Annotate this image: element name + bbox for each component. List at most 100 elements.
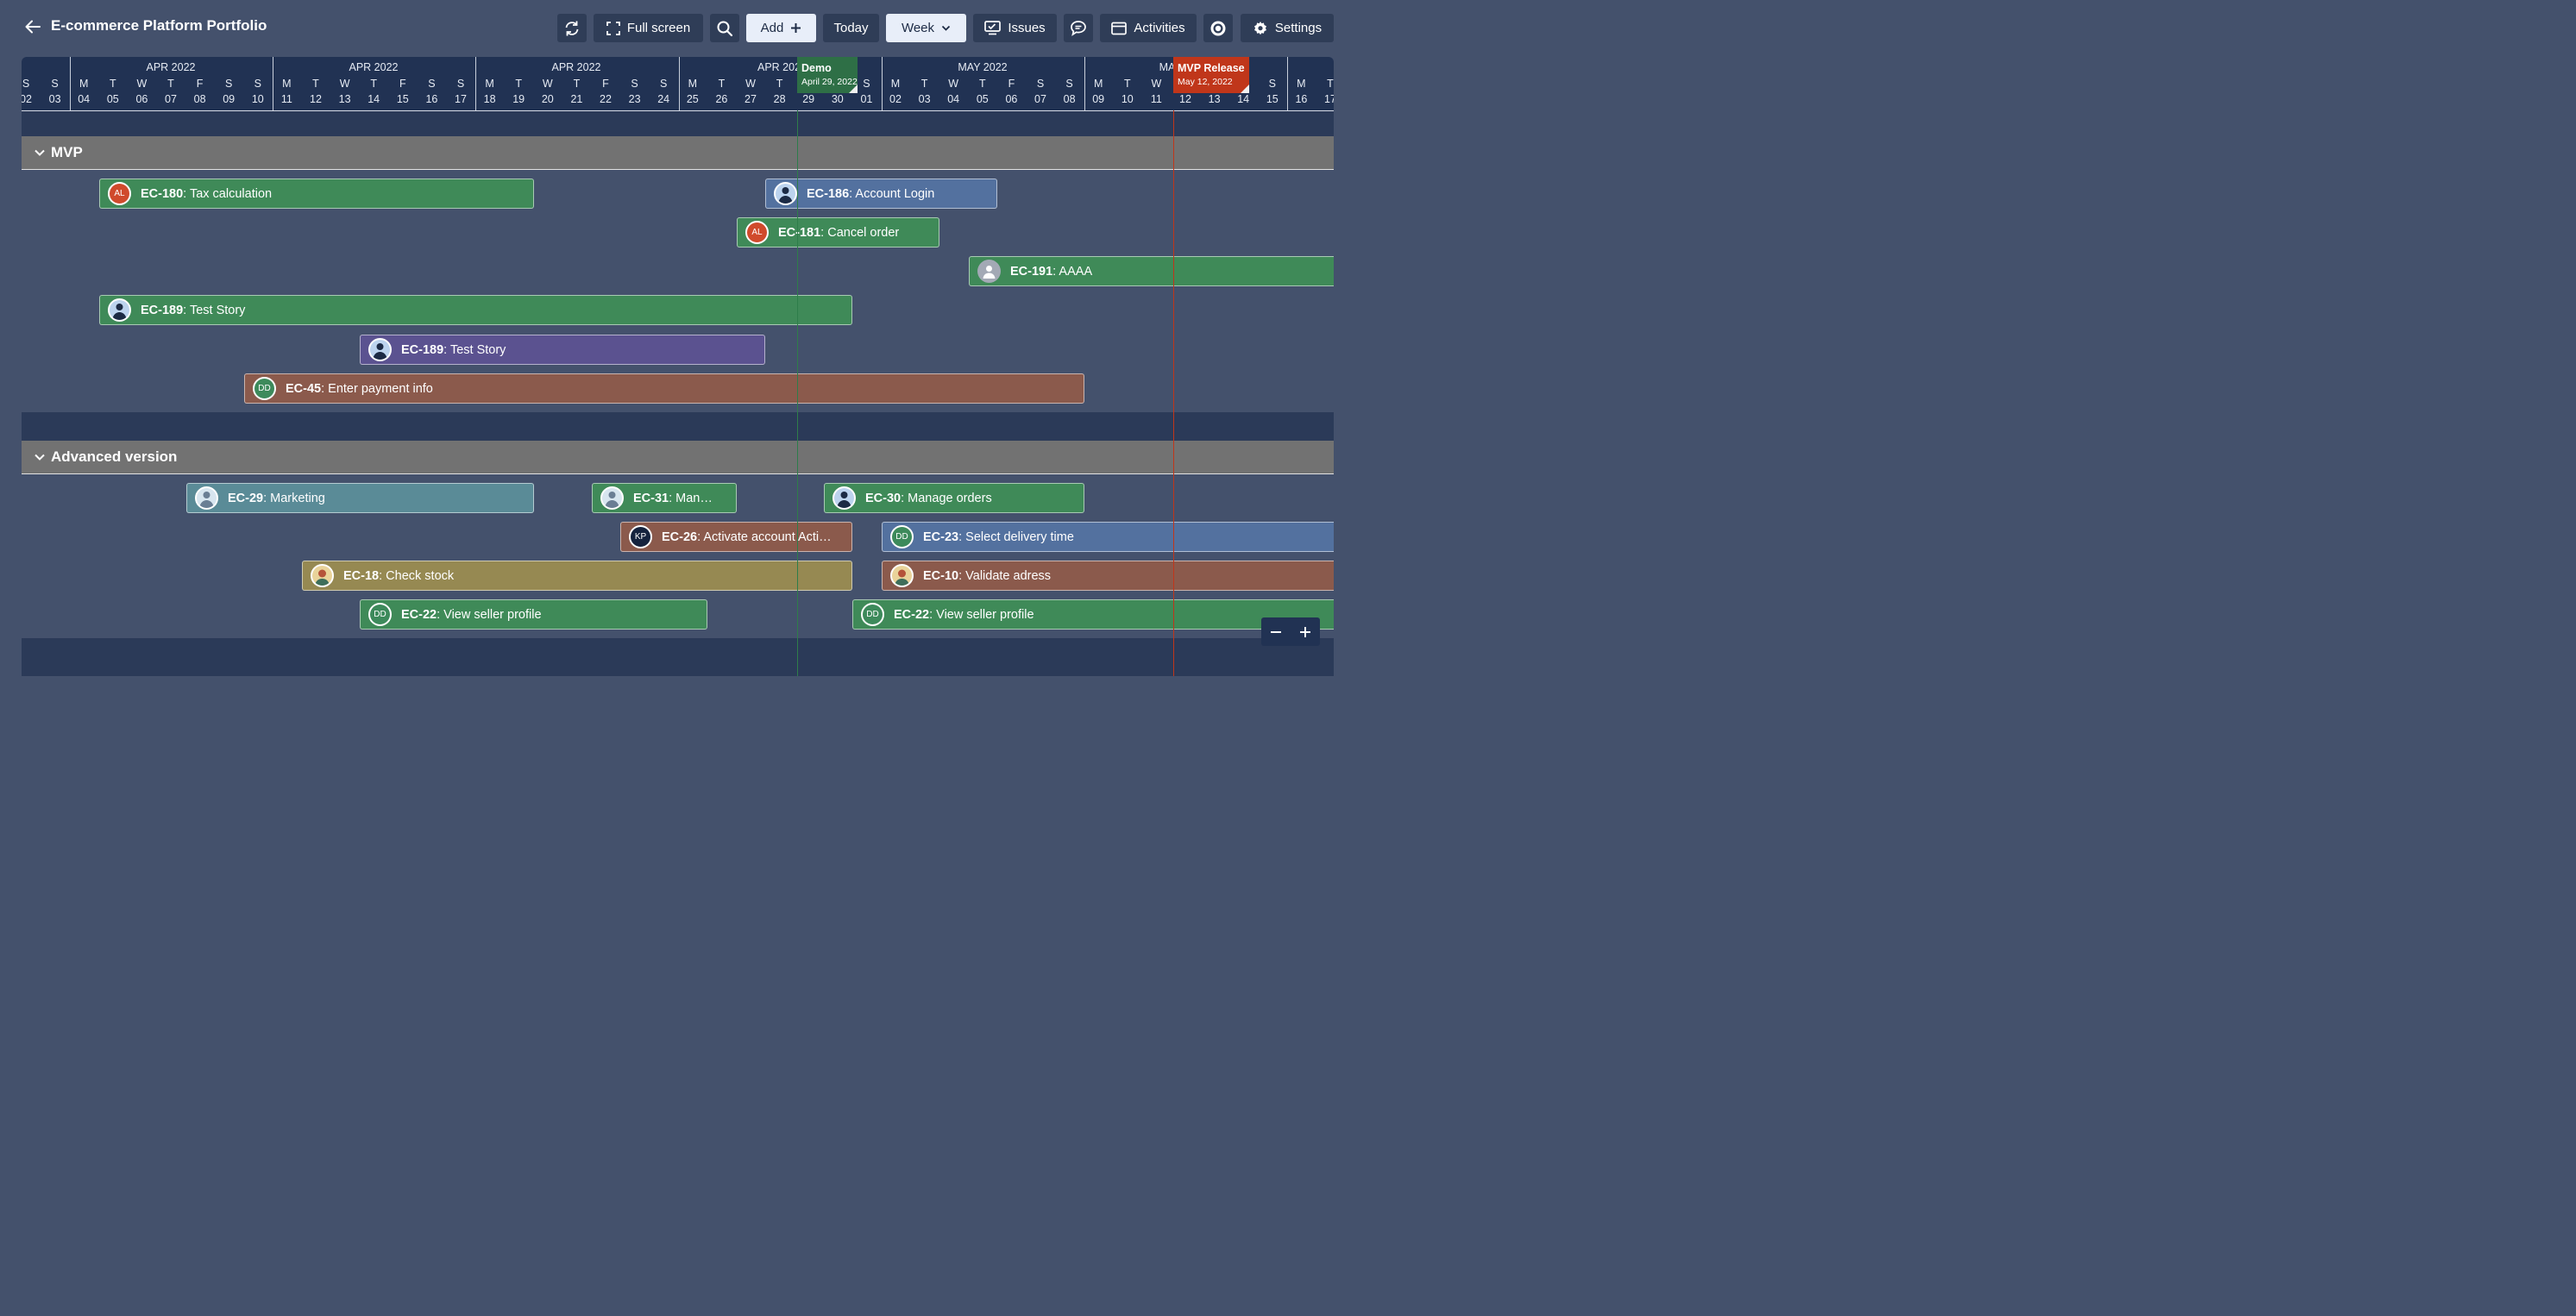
day-number-label: 11	[280, 93, 292, 105]
task-bar[interactable]: DD EC-45: Enter payment info	[244, 373, 1084, 404]
month-label: MA	[1159, 61, 1176, 73]
view-select-value: Week	[901, 21, 935, 35]
activities-button[interactable]: Activities	[1100, 14, 1197, 42]
refresh-button[interactable]	[557, 14, 587, 42]
task-label: EC-191: AAAA	[1010, 265, 1099, 279]
day-of-week-label: M	[890, 78, 901, 90]
add-button[interactable]: Add	[746, 14, 816, 42]
user-photo-icon	[199, 492, 214, 508]
day-number-label: 18	[483, 93, 496, 105]
task-bar[interactable]: KP EC-26: Activate account Acti…	[620, 522, 852, 552]
task-bar[interactable]: EC-189: Test Story	[360, 335, 765, 365]
day-number-label: 17	[1324, 93, 1334, 105]
task-bar[interactable]: EC-31: Man…	[592, 483, 737, 513]
week-divider	[679, 57, 680, 110]
task-bar[interactable]: EC-18: Check stock	[302, 561, 852, 591]
day-of-week-label: T	[573, 78, 581, 90]
day-of-week-label: S	[1268, 78, 1276, 90]
day-number-label: 22	[600, 93, 612, 105]
comments-button[interactable]	[1064, 14, 1093, 42]
task-bar[interactable]: EC-30: Manage orders	[824, 483, 1084, 513]
day-of-week-label: S	[225, 78, 233, 90]
top-toolbar: E-commerce Platform Portfolio Full scree…	[0, 0, 1353, 55]
fullscreen-icon	[606, 21, 620, 35]
day-number-label: 28	[773, 93, 786, 105]
milestone-mvp-release[interactable]: MVP Release May 12, 2022	[1173, 57, 1249, 93]
user-photo-icon	[112, 304, 127, 320]
task-summary: : View seller profile	[437, 607, 542, 622]
group-header-mvp[interactable]: MVP	[22, 136, 1334, 170]
chevron-down-icon[interactable]	[34, 451, 46, 463]
avatar: DD	[253, 377, 276, 400]
task-bar[interactable]: EC-10: Validate adress	[882, 561, 1334, 591]
day-of-week-label: W	[948, 78, 959, 90]
add-label: Add	[760, 21, 784, 35]
day-number-label: 05	[106, 93, 119, 105]
task-bar[interactable]: AL EC-180: Tax calculation	[99, 179, 534, 209]
user-photo-icon	[778, 187, 793, 204]
task-label: EC-189: Test Story	[141, 304, 252, 317]
task-key: EC-191	[1010, 264, 1053, 279]
group-title: MVP	[51, 144, 83, 160]
task-summary: : Test Story	[183, 303, 246, 317]
milestone-demo[interactable]: Demo April 29, 2022	[797, 57, 858, 93]
user-photo-icon	[373, 343, 387, 360]
back-button[interactable]	[21, 14, 45, 40]
day-of-week-label: F	[399, 78, 406, 90]
fullscreen-label: Full screen	[626, 21, 691, 35]
task-label: EC-10: Validate adress	[923, 569, 1058, 583]
search-icon	[717, 21, 733, 36]
task-bar[interactable]: EC-189: Test Story	[99, 295, 852, 325]
day-of-week-label: S	[1065, 78, 1073, 90]
day-number-label: 14	[1237, 93, 1250, 105]
view-select[interactable]: Week	[886, 14, 966, 42]
task-summary: : Test Story	[443, 342, 506, 357]
day-number-label: 08	[1063, 93, 1076, 105]
group-header-advanced-version[interactable]: Advanced version	[22, 441, 1334, 474]
theme-toggle[interactable]	[1203, 14, 1233, 42]
milestone-resize-handle[interactable]	[849, 85, 858, 93]
day-number-label: 15	[1266, 93, 1279, 105]
user-photo-icon	[605, 492, 619, 508]
task-label: EC-22: View seller profile	[401, 608, 549, 622]
task-bar[interactable]: DD EC-22: View seller profile	[360, 599, 707, 630]
task-bar[interactable]: AL EC-181: Cancel order	[737, 217, 939, 248]
day-number-label: 27	[745, 93, 757, 105]
day-of-week-label: M	[79, 78, 89, 90]
milestone-resize-handle[interactable]	[1241, 85, 1249, 93]
task-label: EC-45: Enter payment info	[286, 382, 440, 396]
task-bar[interactable]: EC-29: Marketing	[186, 483, 534, 513]
today-button[interactable]: Today	[823, 14, 879, 42]
day-number-label: 13	[338, 93, 351, 105]
task-summary: : Man…	[669, 491, 713, 505]
search-button[interactable]	[710, 14, 739, 42]
task-bar[interactable]: EC-186: Account Login	[765, 179, 997, 209]
task-label: EC-22: View seller profile	[894, 608, 1041, 622]
task-bar[interactable]: DD EC-23: Select delivery time	[882, 522, 1334, 552]
zoom-out-button[interactable]	[1261, 617, 1291, 646]
day-of-week-label: M	[485, 78, 494, 90]
day-number-label: 02	[22, 93, 32, 105]
task-bar[interactable]: EC-191: AAAA	[969, 256, 1334, 286]
day-number-label: 07	[165, 93, 177, 105]
task-summary: : Marketing	[263, 491, 325, 505]
day-number-label: 25	[686, 93, 699, 105]
week-divider	[1084, 57, 1085, 110]
fullscreen-button[interactable]: Full screen	[594, 14, 703, 42]
task-label: EC-189: Test Story	[401, 343, 512, 357]
task-bar[interactable]: DD EC-22: View seller profile	[852, 599, 1334, 630]
task-label: EC-26: Activate account Acti…	[662, 530, 839, 544]
avatar: AL	[108, 182, 131, 205]
day-number-label: 12	[1179, 93, 1191, 105]
day-number-label: 02	[889, 93, 902, 105]
settings-button[interactable]: Settings	[1241, 14, 1334, 42]
issues-button[interactable]: Issues	[973, 14, 1057, 42]
day-of-week-label: T	[920, 78, 928, 90]
group-title: Advanced version	[51, 448, 178, 465]
zoom-in-button[interactable]	[1291, 617, 1320, 646]
milestone-date: May 12, 2022	[1178, 77, 1233, 87]
day-of-week-label: W	[542, 78, 553, 90]
task-summary: : Validate adress	[958, 568, 1052, 583]
chevron-down-icon[interactable]	[34, 147, 46, 159]
day-number-label: 05	[976, 93, 989, 105]
